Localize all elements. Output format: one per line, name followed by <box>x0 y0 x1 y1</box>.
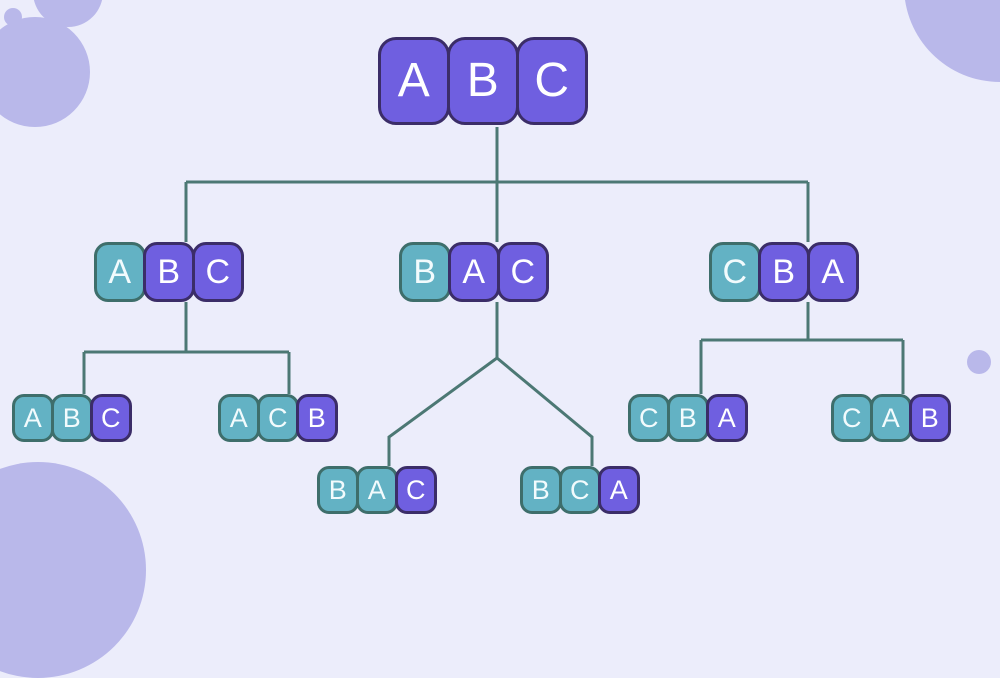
letter-tile-label: C <box>101 402 121 433</box>
letter-tile-a-fixed[interactable]: A <box>870 394 912 442</box>
letter-tile-label: C <box>268 402 288 433</box>
letter-tile-c-free[interactable]: C <box>192 242 244 302</box>
letter-tile-label: B <box>466 54 500 107</box>
letter-tile-label: C <box>534 54 570 107</box>
letter-tile-label: A <box>108 253 132 291</box>
letter-tile-b-fixed[interactable]: B <box>399 242 451 302</box>
letter-tile-a-fixed[interactable]: A <box>356 466 398 514</box>
letter-tile-b-fixed[interactable]: B <box>520 466 562 514</box>
letter-tile-label: B <box>157 253 181 291</box>
letter-tile-label: B <box>307 402 327 433</box>
letter-tile-a-free[interactable]: A <box>807 242 859 302</box>
letter-tile-label: B <box>531 474 551 505</box>
letter-tile-c-free[interactable]: C <box>497 242 549 302</box>
letter-tile-b-free[interactable]: B <box>758 242 810 302</box>
letter-tile-a-free[interactable]: A <box>706 394 748 442</box>
letter-tile-a-free[interactable]: A <box>598 466 640 514</box>
letter-tile-b-free[interactable]: B <box>909 394 951 442</box>
letter-tile-c-fixed[interactable]: C <box>559 466 601 514</box>
letter-tile-label: B <box>772 253 796 291</box>
letter-tile-label: A <box>397 54 431 107</box>
letter-tile-label: A <box>229 402 249 433</box>
letter-tile-label: B <box>920 402 940 433</box>
letter-tile-c-fixed[interactable]: C <box>831 394 873 442</box>
letter-tile-label: C <box>639 402 659 433</box>
letter-tile-a-fixed[interactable]: A <box>12 394 54 442</box>
letter-tile-label: B <box>328 474 348 505</box>
letter-tile-label: C <box>205 253 231 291</box>
letter-tile-b-free[interactable]: B <box>447 37 519 125</box>
letter-tile-b-fixed[interactable]: B <box>667 394 709 442</box>
letter-tile-a-free[interactable]: A <box>448 242 500 302</box>
letter-tile-a-free[interactable]: A <box>378 37 450 125</box>
letter-tile-b-fixed[interactable]: B <box>317 466 359 514</box>
letter-tile-b-fixed[interactable]: B <box>51 394 93 442</box>
letter-tile-c-free[interactable]: C <box>90 394 132 442</box>
letter-tile-label: A <box>462 253 486 291</box>
letter-tile-c-free[interactable]: C <box>516 37 588 125</box>
letter-tile-label: A <box>821 253 845 291</box>
letter-tile-label: C <box>570 474 590 505</box>
letter-tile-label: C <box>842 402 862 433</box>
letter-tile-c-fixed[interactable]: C <box>709 242 761 302</box>
letter-tile-label: B <box>413 253 437 291</box>
letter-tile-c-free[interactable]: C <box>395 466 437 514</box>
letter-tile-c-fixed[interactable]: C <box>628 394 670 442</box>
letter-tile-label: C <box>510 253 536 291</box>
letter-tile-label: A <box>609 474 629 505</box>
letter-tile-label: B <box>678 402 698 433</box>
letter-tile-b-free[interactable]: B <box>143 242 195 302</box>
letter-tile-c-fixed[interactable]: C <box>257 394 299 442</box>
letter-tile-label: B <box>62 402 82 433</box>
letter-tile-label: A <box>23 402 43 433</box>
letter-tile-a-fixed[interactable]: A <box>94 242 146 302</box>
letter-tile-label: A <box>717 402 737 433</box>
letter-tile-label: A <box>367 474 387 505</box>
letter-tile-label: C <box>722 253 748 291</box>
letter-tile-a-fixed[interactable]: A <box>218 394 260 442</box>
letter-tile-b-free[interactable]: B <box>296 394 338 442</box>
letter-tile-label: C <box>406 474 426 505</box>
letter-tile-label: A <box>881 402 901 433</box>
